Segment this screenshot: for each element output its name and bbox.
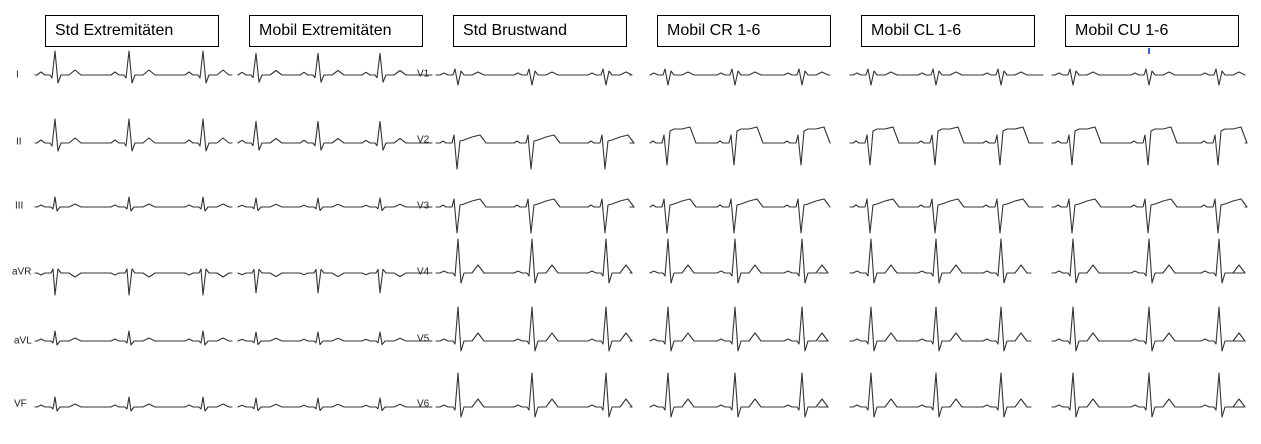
ecg-trace bbox=[849, 238, 1032, 284]
ecg-trace bbox=[649, 68, 831, 86]
ecg-trace bbox=[1051, 372, 1246, 418]
ecg-trace bbox=[237, 397, 433, 412]
lead-label-V2: V2 bbox=[417, 134, 430, 146]
lead-label-III: III bbox=[15, 200, 24, 212]
lead-label-VF: VF bbox=[14, 398, 27, 410]
ecg-trace bbox=[649, 372, 829, 418]
ecg-trace bbox=[649, 238, 829, 284]
ecg-trace bbox=[237, 120, 433, 151]
lead-label-V4: V4 bbox=[417, 266, 430, 278]
ecg-trace bbox=[435, 306, 633, 352]
ecg-trace bbox=[849, 126, 1044, 166]
header-mobil-cl: Mobil CL 1-6 bbox=[861, 15, 1035, 47]
header-std-brustwand: Std Brustwand bbox=[453, 15, 627, 47]
ecg-trace bbox=[649, 126, 831, 166]
ecg-trace bbox=[1051, 126, 1248, 166]
ecg-trace bbox=[237, 331, 433, 346]
ecg-trace bbox=[435, 68, 633, 86]
lead-label-V6: V6 bbox=[417, 398, 430, 410]
ecg-trace bbox=[237, 52, 433, 83]
ecg-trace bbox=[849, 306, 1032, 352]
ecg-trace bbox=[435, 372, 633, 418]
header-mobil-cu: Mobil CU 1-6 bbox=[1065, 15, 1239, 47]
lead-label-aVR: aVR bbox=[12, 266, 32, 278]
ecg-trace bbox=[849, 68, 1044, 86]
ecg-trace bbox=[237, 197, 433, 212]
header-mobil-extremitaeten: Mobil Extremitäten bbox=[249, 15, 423, 47]
header-std-extremitaeten: Std Extremitäten bbox=[45, 15, 219, 47]
ecg-trace bbox=[1051, 306, 1246, 352]
ecg-trace bbox=[34, 396, 233, 412]
lead-label-V3: V3 bbox=[417, 200, 430, 212]
lead-label-V1: V1 bbox=[417, 68, 430, 80]
ecg-trace bbox=[849, 198, 1044, 234]
ecg-trace bbox=[237, 268, 433, 294]
ecg-trace bbox=[435, 134, 635, 170]
lead-label-aVL: aVL bbox=[14, 335, 32, 347]
ecg-trace bbox=[435, 238, 633, 284]
ecg-trace bbox=[34, 196, 233, 212]
lead-label-II: II bbox=[16, 136, 22, 148]
ecg-trace bbox=[34, 330, 233, 346]
ecg-trace bbox=[1051, 68, 1246, 86]
ecg-trace bbox=[34, 268, 233, 296]
ecg-trace bbox=[34, 50, 233, 84]
ecg-trace bbox=[1051, 238, 1246, 284]
header-mobil-cr: Mobil CR 1-6 bbox=[657, 15, 831, 47]
lead-label-V5: V5 bbox=[417, 333, 430, 345]
lead-label-I: I bbox=[16, 69, 19, 81]
ecg-trace bbox=[34, 118, 233, 152]
ecg-trace bbox=[849, 372, 1032, 418]
ecg-trace bbox=[435, 198, 635, 234]
ecg-trace bbox=[649, 198, 831, 234]
ecg-trace bbox=[649, 306, 829, 352]
ecg-trace bbox=[1051, 198, 1248, 234]
